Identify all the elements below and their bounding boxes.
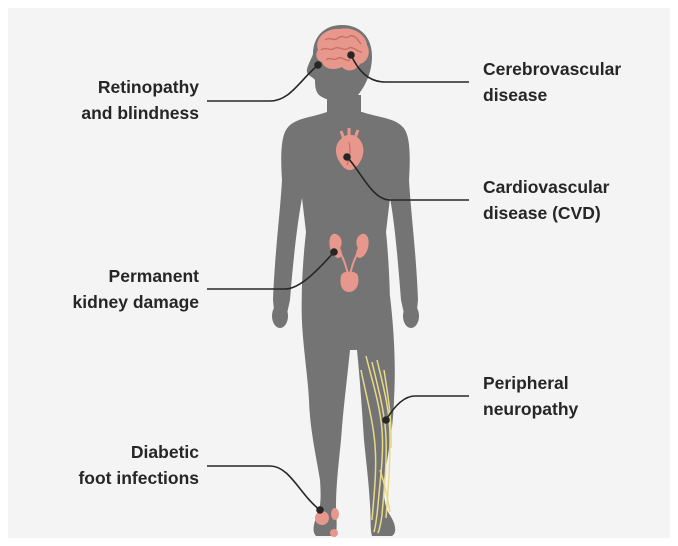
label-foot-line1: Diabetic	[78, 439, 199, 465]
label-neuropathy-line2: neuropathy	[483, 396, 578, 422]
label-cerebrovascular-line2: disease	[483, 82, 621, 108]
leader-kidney-dot	[331, 249, 337, 255]
label-kidney-line2: kidney damage	[73, 289, 199, 315]
foot-spot-2	[331, 508, 339, 520]
leader-neuropathy	[386, 396, 469, 420]
label-neuropathy: Peripheral neuropathy	[483, 370, 578, 422]
label-neuropathy-line1: Peripheral	[483, 370, 578, 396]
right-hand	[403, 304, 419, 328]
leader-retinopathy-dot	[315, 62, 321, 68]
label-retinopathy-line1: Retinopathy	[81, 74, 199, 100]
label-cardiovascular: Cardiovascular disease (CVD)	[483, 174, 609, 226]
leader-neuropathy-dot	[383, 417, 389, 423]
legs-shape	[302, 296, 396, 536]
leader-cerebrovascular-dot	[348, 52, 354, 58]
leader-retinopathy	[207, 65, 318, 101]
label-cardiovascular-line2: disease (CVD)	[483, 200, 609, 226]
leader-foot	[207, 466, 320, 510]
label-kidney: Permanent kidney damage	[73, 263, 199, 315]
foot-spot-3	[330, 529, 338, 537]
label-kidney-line1: Permanent	[73, 263, 199, 289]
label-retinopathy: Retinopathy and blindness	[81, 74, 199, 126]
label-cerebrovascular: Cerebrovascular disease	[483, 56, 621, 108]
leader-foot-dot	[317, 507, 323, 513]
label-foot-line2: foot infections	[78, 465, 199, 491]
label-retinopathy-line2: and blindness	[81, 100, 199, 126]
leader-cardiovascular-dot	[344, 154, 350, 160]
label-cerebrovascular-line1: Cerebrovascular	[483, 56, 621, 82]
left-hand	[272, 304, 288, 328]
label-foot: Diabetic foot infections	[78, 439, 199, 491]
label-cardiovascular-line1: Cardiovascular	[483, 174, 609, 200]
